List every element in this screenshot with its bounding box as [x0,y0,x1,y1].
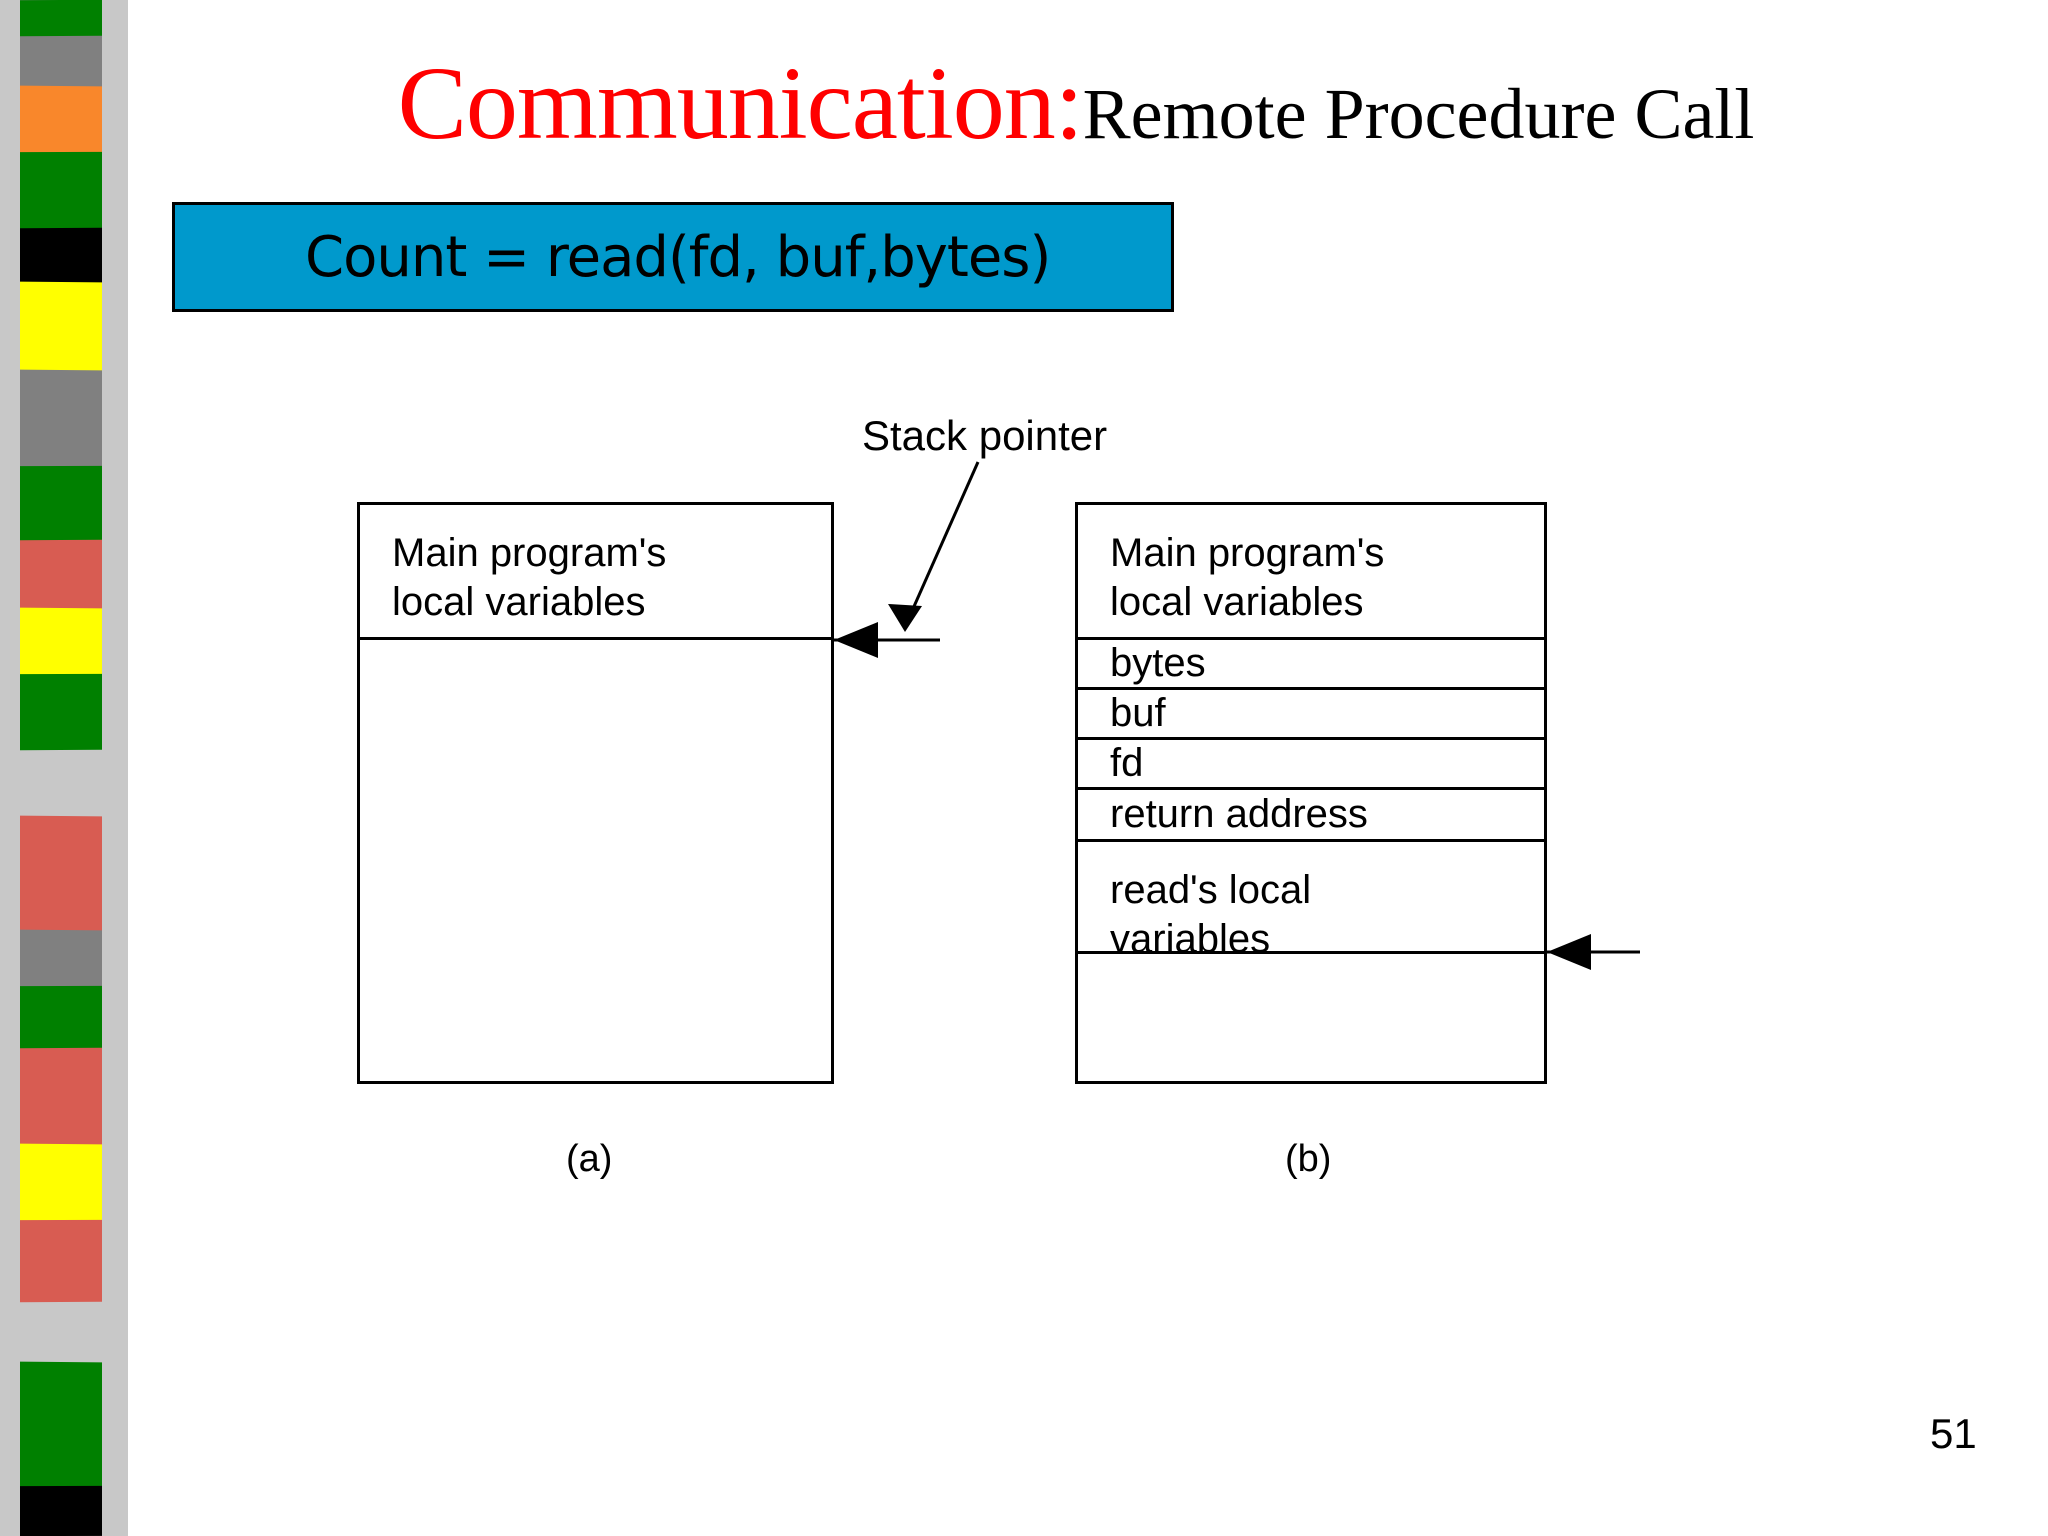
stack-cell: fd [1078,740,1544,790]
figure-caption-b: (b) [1285,1138,1332,1180]
stack-cell-line: read's local [1110,868,1312,912]
sidebar-color-chip [20,0,102,37]
figure-caption-a: (a) [566,1138,613,1180]
stack-cell: buf [1078,690,1544,740]
stack-cell-line: Main program's [1110,531,1385,575]
stack-pointer-leader-line [906,461,980,621]
page-title: Communication:Remote Procedure Call [136,52,2016,156]
code-banner-text: Count = read(fd, buf,bytes) [305,224,1051,290]
sidebar-color-chip [20,1301,102,1367]
page-title-main: Communication: [397,46,1084,161]
sidebar-color-column [20,0,102,1536]
page-number: 51 [1930,1410,1977,1457]
sidebar-color-chip [20,151,102,231]
page-title-subtitle: Remote Procedure Call [1082,74,1755,154]
stack-pointer-arrowhead-a [834,622,878,658]
sidebar-frame-seam [102,0,128,1536]
sidebar-color-chip [20,227,102,285]
stack-cell: return address [1078,790,1544,842]
stack-cell-line: local variables [1110,579,1364,624]
decorative-sidebar-strip [0,0,136,1536]
sidebar-color-chip [20,1219,102,1307]
stack-cell: bytes [1078,640,1544,690]
code-banner: Count = read(fd, buf,bytes) [172,202,1174,312]
stack-cell-line: variables [1110,916,1271,961]
stack-cell-line: Main program's [392,531,667,575]
sidebar-color-chip [20,815,102,931]
stack-cell-line: local variables [392,579,646,624]
sidebar-color-chip [20,465,102,547]
sidebar-color-chip [20,1047,102,1149]
sidebar-color-chip [20,985,102,1053]
stack-pointer-arrowhead-b [1547,934,1591,970]
sidebar-color-chip [20,607,102,679]
sidebar-color-chip [20,85,102,157]
sidebar-color-chip [20,1485,102,1536]
sidebar-color-chip [20,1143,102,1225]
stack-pointer-arrowhead-diagonal [888,604,922,632]
sidebar-color-chip [20,1361,102,1491]
sidebar-color-chip [20,673,102,755]
sidebar-color-chip [20,281,102,371]
sidebar-outer-edge [128,0,136,1536]
sidebar-color-chip [20,539,102,613]
sidebar-color-chip [20,749,102,825]
stack-pointer-label: Stack pointer [862,412,1108,459]
